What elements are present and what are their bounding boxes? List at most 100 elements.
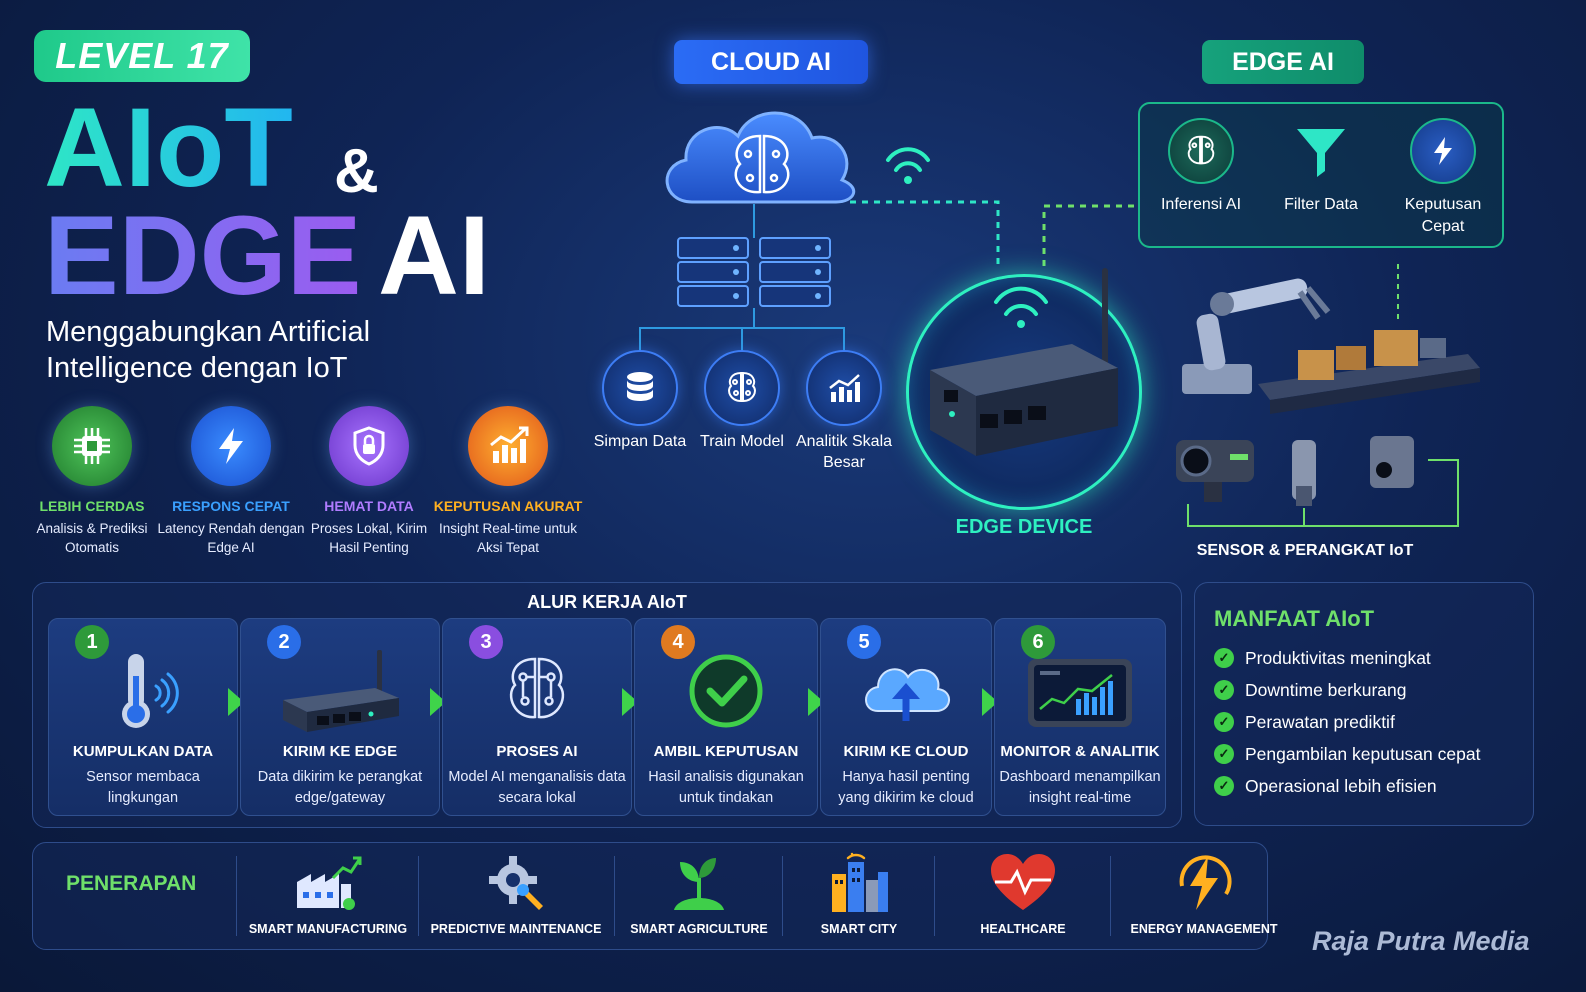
app-smart-manufacturing: SMART MANUFACTURING [248,852,408,944]
compass-icon [1410,118,1476,184]
feature-keputusan-akurat: KEPUTUSAN AKURAT Insight Real-time untuk… [433,406,583,557]
divider [1110,856,1111,936]
filter-icon [1288,118,1354,184]
title-ai: AI [378,193,490,318]
step-title: KUMPULKAN DATA [72,743,214,760]
feature-lebih-cerdas: LEBIH CERDAS Analisis & Prediksi Otomati… [17,406,167,557]
factory-icon [248,852,408,914]
feature-desc: Proses Lokal, Kirim Hasil Penting [310,521,428,555]
level-badge: LEVEL 17 [34,30,250,82]
benefits-panel [1194,582,1534,826]
benefits-title: MANFAAT AIoT [1214,606,1375,631]
cloud-icon [665,111,856,204]
edge-device-icon [930,268,1118,456]
box-sensor-icon [1370,436,1414,488]
brain-icon [704,350,780,426]
step-title: MONITOR & ANALITIK [1000,743,1160,760]
check-icon: ✓ [1214,648,1234,668]
title-ampersand: & [334,137,379,206]
divider [614,856,615,936]
feature-desc: Analisis & Prediksi Otomatis [36,521,148,555]
app-label: SMART CITY [820,922,898,936]
iot-devices-illustration [1176,264,1480,527]
benefit-item: ✓Produktivitas meningkat [1214,646,1431,670]
workflow-step-6: 6 MONITOR & ANALITIK Dashboard menampilk… [994,618,1166,816]
workflow-step-5: 5 KIRIM KE CLOUD Hanya hasil penting yan… [820,618,992,816]
feature-desc: Insight Real-time untuk Aksi Tepat [438,521,578,555]
workflow-step-1: 1 KUMPULKAN DATA Sensor membaca lingkung… [48,618,238,816]
feature-respons-cepat: RESPONS CEPAT Latency Rendah dengan Edge… [156,406,306,557]
app-healthcare: HEALTHCARE [946,852,1100,944]
lightning-icon [191,406,271,486]
app-smart-agriculture: SMART AGRICULTURE [626,852,772,944]
title-edge: EDGE [44,193,362,318]
server-rack-icon [677,237,831,307]
step-number: 3 [469,625,503,659]
chart-icon [468,406,548,486]
benefit-item: ✓Downtime berkurang [1214,678,1406,702]
step-title: KIRIM KE EDGE [282,743,398,760]
subtitle: Menggabungkan Artificial Intelligence de… [46,316,371,384]
thermometer-icon [49,641,237,741]
check-circle-icon [635,641,817,741]
feature-title: RESPONS CEPAT [172,498,290,514]
cloud-upload-icon [821,641,991,741]
benefit-item: ✓Perawatan prediktif [1214,710,1395,734]
chip-icon [52,406,132,486]
step-desc: Hanya hasil penting yang dikirim ke clou… [838,769,974,806]
step-title: KIRIM KE CLOUD [843,743,969,760]
edge-item-label: Keputusan Cepat [1404,196,1482,235]
cloud-item-label: Analitik Skala Besar [795,433,893,471]
feature-desc: Latency Rendah dengan Edge AI [157,521,305,555]
cloud-item-label: Simpan Data [593,433,687,450]
workflow-step-4: 4 AMBIL KEPUTUSAN Hasil analisis digunak… [634,618,818,816]
step-number: 6 [1021,625,1055,659]
check-icon: ✓ [1214,776,1234,796]
cloud-diagram [639,111,1136,352]
heart-icon [946,852,1100,914]
wifi-icon [886,147,930,172]
dashboard-tablet-icon [995,641,1165,741]
brain-icon [1168,118,1234,184]
energy-icon [1122,852,1286,914]
gear-wrench-icon [430,852,602,914]
applications-title: PENERAPAN [66,872,197,895]
benefit-item: ✓Pengambilan keputusan cepat [1214,742,1480,766]
feature-title: LEBIH CERDAS [39,498,145,514]
step-number: 5 [847,625,881,659]
app-energy-management: ENERGY MANAGEMENT [1122,852,1286,944]
edge-item-label: Filter Data [1284,196,1358,213]
workflow-step-2: 2 KIRIM KE EDGE Data dikirim ke perangka… [240,618,440,816]
divider [782,856,783,936]
edge-item-label: Inferensi AI [1160,196,1242,213]
gateway-icon [241,641,439,741]
feature-title: KEPUTUSAN AKURAT [433,498,583,514]
step-number: 1 [75,625,109,659]
robot-arm-icon [1182,278,1331,394]
cloud-ai-label: CLOUD AI [674,40,868,84]
check-icon: ✓ [1214,712,1234,732]
app-label: HEALTHCARE [980,922,1066,936]
app-label: ENERGY MANAGEMENT [1130,922,1278,936]
edge-device-label: EDGE DEVICE [955,516,1093,538]
divider [418,856,419,936]
feature-title: HEMAT DATA [324,498,414,514]
applications-panel [32,842,1268,950]
brain-icon [443,641,631,741]
analytics-icon [806,350,882,426]
app-label: SMART MANUFACTURING [248,922,408,936]
step-number: 4 [661,625,695,659]
sprout-icon [626,852,772,914]
brand-watermark: Raja Putra Media [1312,926,1530,956]
workflow-step-3: 3 PROSES AI Model AI menganalisis data s… [442,618,632,816]
app-label: SMART AGRICULTURE [630,922,768,936]
step-desc: Model AI menganalisis data secara lokal [448,769,626,806]
city-icon [794,852,924,914]
step-desc: Dashboard menampilkan insight real-time [999,769,1161,806]
camera-sensor-icon [1176,440,1254,502]
check-icon: ✓ [1214,744,1234,764]
edge-ai-label: EDGE AI [1202,40,1364,84]
title-aiot: AIoT [44,85,293,210]
step-desc: Sensor membaca lingkungan [86,769,200,806]
step-title: PROSES AI [496,743,578,760]
